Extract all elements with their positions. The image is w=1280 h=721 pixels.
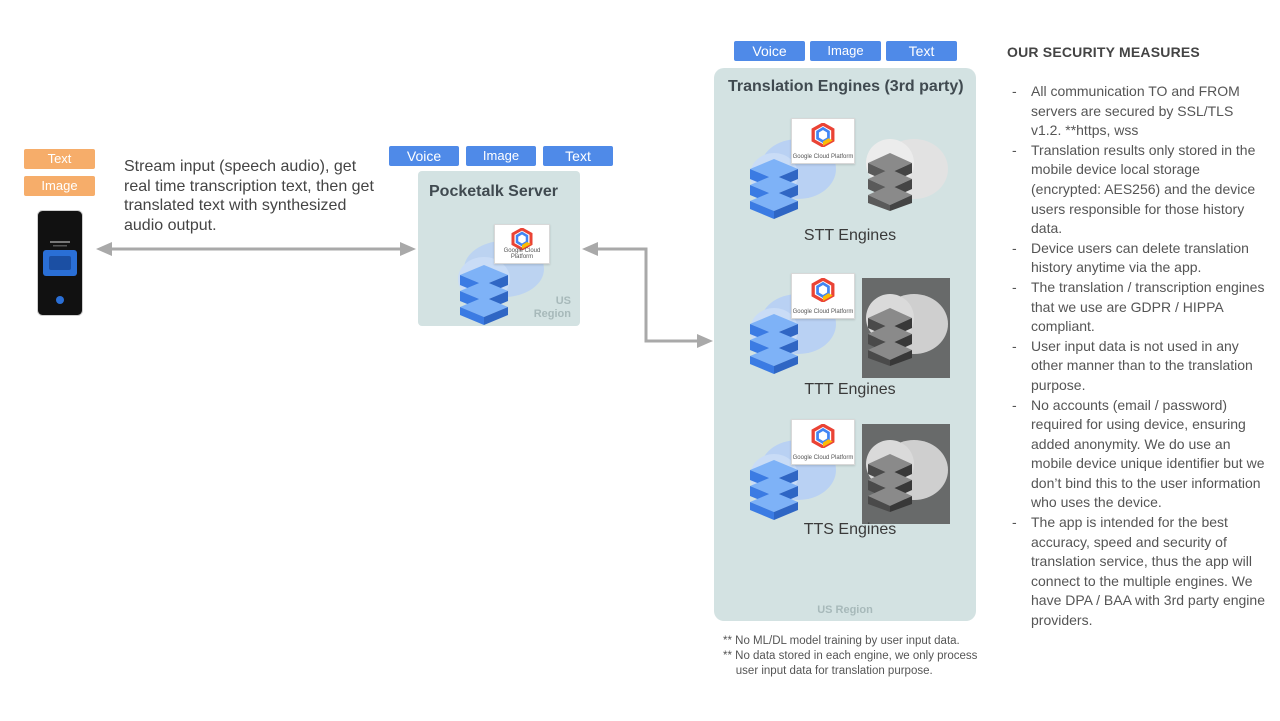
security-item-text: All communication TO and FROM servers ar… [1031, 83, 1240, 139]
third-party-server-icon [866, 139, 948, 211]
footnote-3: user input data for translation purpose. [723, 665, 933, 677]
gcp-label: Google Cloud Platform [792, 309, 854, 315]
tts-gcp-logo: Google Cloud Platform [791, 419, 855, 465]
security-item-text: Translation results only stored in the m… [1031, 141, 1256, 237]
security-item: -The translation / transcription engines… [1012, 278, 1267, 337]
gcp-hexagon-icon [811, 278, 835, 302]
security-item: -All communication TO and FROM servers a… [1012, 82, 1267, 141]
footnotes: ** No ML/DL model training by user input… [723, 634, 977, 679]
engines-region-label: US Region [817, 604, 873, 616]
security-title: OUR SECURITY MEASURES [1007, 44, 1200, 60]
footnote-1: ** No ML/DL model training by user input… [723, 635, 960, 647]
stt-engines-label: STT Engines [803, 227, 897, 244]
security-item: -The app is intended for the best accura… [1012, 513, 1267, 631]
ttt-engine-group: Google Cloud Platform [748, 272, 958, 378]
security-list: -All communication TO and FROM servers a… [1012, 82, 1267, 631]
gcp-hexagon-icon [511, 228, 533, 250]
gcp-label: Google Cloud Platform [792, 154, 854, 160]
gcp-hexagon-icon [811, 123, 835, 147]
pocketalk-server-panel: Pocketalk Server Google Cloud Platform U… [418, 171, 580, 326]
translation-engines-panel: Translation Engines (3rd party) Google C… [714, 68, 976, 621]
security-item-text: User input data is not used in any other… [1031, 337, 1253, 393]
security-item: -No accounts (email / password) required… [1012, 396, 1267, 514]
server-voice-tag: Voice [389, 146, 459, 166]
engines-image-tag: Image [810, 41, 881, 61]
ttt-gcp-logo: Google Cloud Platform [791, 273, 855, 319]
engines-voice-tag: Voice [734, 41, 805, 61]
stt-gcp-logo: Google Cloud Platform [791, 118, 855, 164]
server-image-tag: Image [466, 146, 536, 166]
server-region-label: US Region [533, 295, 571, 320]
security-item: -User input data is not used in any othe… [1012, 337, 1267, 396]
engines-text-tag: Text [886, 41, 957, 61]
gcp-hexagon-icon [811, 424, 835, 448]
phone-device [37, 210, 83, 316]
server-title: Pocketalk Server [429, 183, 558, 200]
server-gcp-logo: Google Cloud Platform [494, 224, 550, 264]
stream-description: Stream input (speech audio), get real ti… [124, 158, 374, 234]
ttt-engines-label: TTT Engines [804, 381, 896, 398]
list-dash: - [1012, 337, 1017, 354]
security-item-text: The app is intended for the best accurac… [1031, 514, 1265, 629]
security-item-text: The translation / transcription engines … [1031, 278, 1265, 335]
server-text-tag: Text [543, 146, 613, 166]
list-dash: - [1012, 141, 1017, 158]
third-party-server-icon [862, 278, 950, 378]
list-dash: - [1012, 514, 1017, 531]
security-item: -Translation results only stored in the … [1012, 141, 1267, 239]
list-dash: - [1012, 396, 1017, 413]
security-item-text: Device users can delete translation hist… [1031, 239, 1249, 276]
security-item-text: No accounts (email / password) required … [1031, 396, 1265, 511]
security-item: -Device users can delete translation his… [1012, 239, 1267, 278]
list-dash: - [1012, 83, 1017, 99]
tts-engines-label: TTS Engines [803, 521, 897, 538]
gcp-label: Google Cloud Platform [792, 455, 854, 461]
device-text-tag: Text [24, 149, 95, 169]
third-party-server-icon [862, 424, 950, 524]
footnote-2: ** No data stored in each engine, we onl… [723, 650, 978, 662]
stt-engine-group: Google Cloud Platform [748, 117, 958, 221]
gcp-label: Google Cloud Platform [503, 248, 541, 260]
device-image-tag: Image [24, 176, 95, 196]
engines-title: Translation Engines (3rd party) [728, 78, 964, 95]
tts-engine-group: Google Cloud Platform [748, 418, 958, 524]
list-dash: - [1012, 239, 1017, 256]
list-dash: - [1012, 278, 1017, 295]
